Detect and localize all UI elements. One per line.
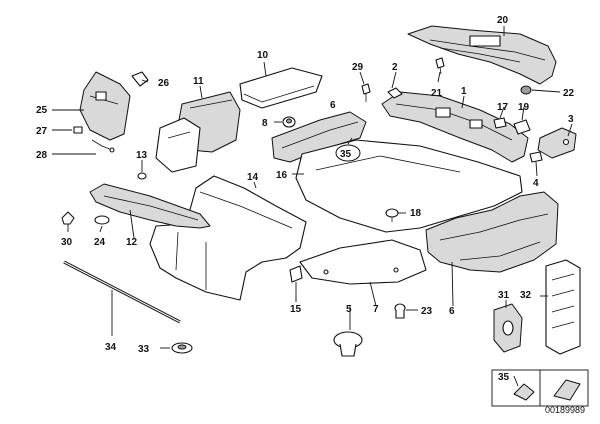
part-19-lamp [513, 119, 531, 135]
callout-14: 14 [247, 172, 259, 183]
part-30-nut [61, 211, 75, 225]
callout-8: 8 [262, 118, 268, 129]
callout-7: 7 [373, 304, 379, 315]
callout-27: 27 [36, 126, 48, 137]
callout-23: 23 [421, 306, 433, 317]
part-8-nut [282, 116, 296, 128]
part-15-clip [289, 265, 303, 283]
part-22-grommet [520, 85, 532, 95]
part-32-strip [545, 259, 581, 355]
callout-18: 18 [410, 208, 422, 219]
callout-3: 3 [568, 114, 574, 125]
part-14-left-liner [149, 175, 307, 301]
part-17-clip [493, 117, 507, 129]
part-10-cover [239, 67, 323, 109]
part-6-side-trim-strip [271, 111, 367, 163]
callout-21: 21 [431, 88, 443, 99]
part-33-grommet [171, 342, 193, 354]
callout-2: 2 [392, 62, 398, 73]
callout-35-circled-text: 35 [340, 149, 352, 160]
part-29-screw [361, 83, 371, 102]
part-13-clip [137, 172, 147, 180]
part-28-wire [91, 139, 115, 153]
callout-25: 25 [36, 105, 48, 116]
document-number: 00189989 [545, 405, 585, 415]
callout-29: 29 [352, 62, 364, 73]
part-6-right-side-liner [425, 191, 559, 273]
part-12-side-panel [89, 183, 211, 229]
callout-1: 1 [461, 86, 467, 97]
part-7-floor-panel [299, 239, 427, 285]
callout-10: 10 [257, 50, 269, 61]
callout-24: 24 [94, 237, 106, 248]
part-35-inset [491, 369, 589, 407]
callout-16: 16 [276, 170, 288, 181]
part-31-trim-clip-panel [493, 303, 523, 353]
callout-20: 20 [497, 15, 509, 26]
callout-13: 13 [136, 150, 148, 161]
leader-lines [52, 26, 573, 387]
callout-4: 4 [533, 178, 539, 189]
callout-19: 19 [518, 102, 530, 113]
part-26-cap [131, 71, 149, 87]
part-24-plug [94, 215, 110, 225]
part-27-cap [73, 126, 83, 134]
callout-33: 33 [138, 344, 150, 355]
part-25-bracket [79, 71, 131, 141]
part-4-clip [529, 151, 543, 163]
part-5-knob [333, 331, 363, 357]
callouts: 20 1 2 3 4 5 6 6 7 8 10 11 12 13 14 15 1… [36, 15, 575, 383]
callout-6-lower: 6 [449, 306, 455, 317]
callout-12: 12 [126, 237, 138, 248]
part-11-side-trim [155, 91, 241, 173]
callout-6-upper: 6 [330, 100, 336, 111]
part-20-rear-panel-trim [407, 25, 557, 85]
part-16-trunk-floor-mat [295, 139, 523, 233]
callout-17: 17 [497, 102, 509, 113]
callout-31: 31 [498, 290, 510, 301]
part-21-screw [435, 57, 445, 75]
callout-30: 30 [61, 237, 73, 248]
callout-35-circled: 35 [335, 144, 361, 162]
callout-15: 15 [290, 304, 302, 315]
part-1-trunk-trim-upper [381, 91, 529, 163]
callout-11: 11 [193, 76, 204, 87]
part-2-clip [387, 87, 403, 99]
callout-22: 22 [563, 88, 575, 99]
callout-32: 32 [520, 290, 532, 301]
callout-34: 34 [105, 342, 117, 353]
callout-35-inset: 35 [498, 372, 510, 383]
part-23-fastener [394, 303, 406, 319]
part-3-bracket [537, 127, 577, 159]
callout-5: 5 [346, 304, 352, 315]
callout-28: 28 [36, 150, 48, 161]
callout-26: 26 [158, 78, 170, 89]
part-34-support-rod [63, 260, 181, 324]
